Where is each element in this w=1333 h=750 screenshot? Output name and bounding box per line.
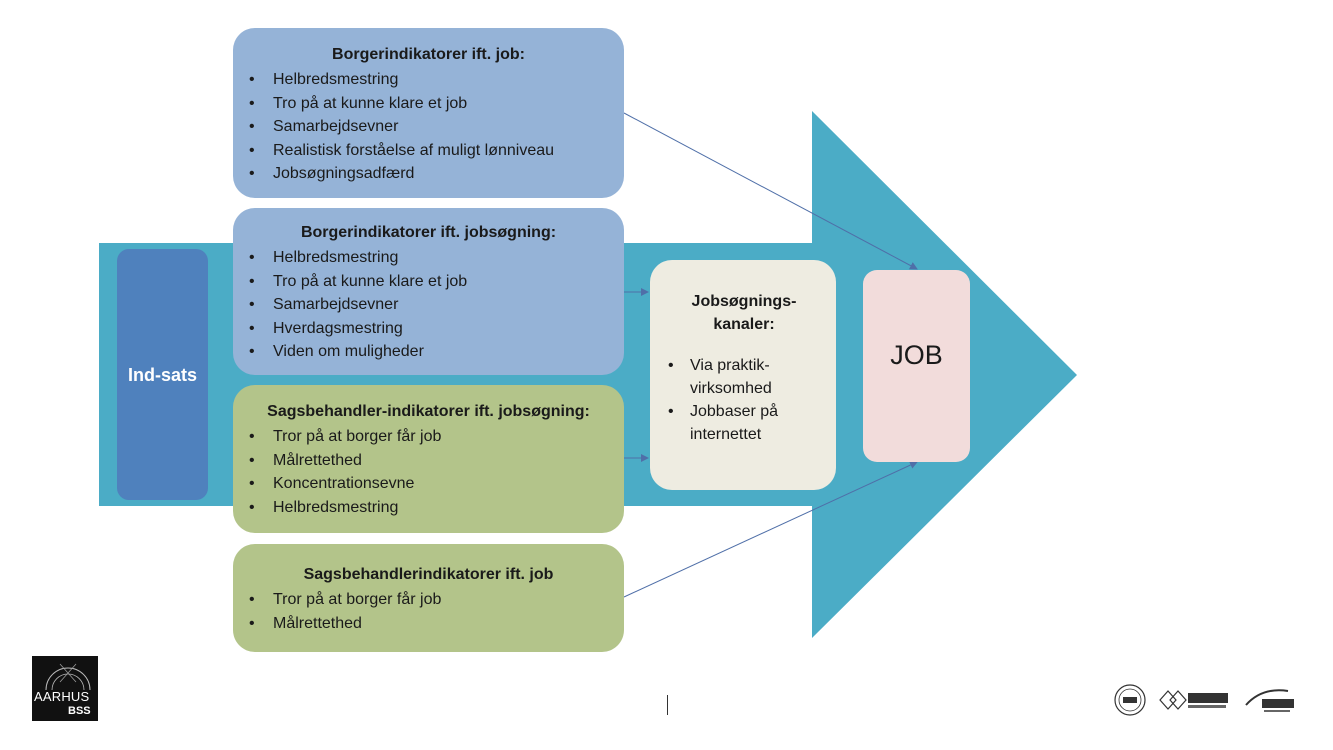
indsats-label: Ind-sats — [127, 364, 197, 385]
indsats-box: Ind-sats — [117, 249, 208, 500]
caseworker-job-list: Tror på at borger får jobMålrettethed — [247, 588, 610, 635]
aacsb-seal-icon — [1114, 684, 1146, 716]
citizen-jobsearch-indicators-box: Borgerindikatorer ift. jobsøgning: Helbr… — [233, 208, 624, 375]
channels-title: Jobsøgnings-kanaler: — [691, 293, 797, 333]
list-item: Tror på at borger får job — [247, 588, 610, 612]
job-box: JOB — [863, 270, 970, 462]
footer-divider — [667, 695, 668, 715]
list-item: Helbredsmestring — [247, 68, 610, 92]
list-item: Tro på at kunne klare et job — [247, 270, 610, 294]
citizen-job-title: Borgerindikatorer ift. job: — [332, 46, 525, 63]
citizen-jobsearch-title: Borgerindikatorer ift. jobsøgning: — [300, 224, 557, 241]
caseworker-jobsearch-indicators-box: Sagsbehandler-indikatorer ift. jobsøgnin… — [233, 385, 624, 533]
list-item: Helbredsmestring — [247, 246, 610, 270]
amba-diamond-icon — [1159, 690, 1228, 710]
logo-line-2: BSS — [68, 705, 91, 717]
caseworker-job-indicators-box: Sagsbehandlerindikatorer ift. job Tror p… — [233, 544, 624, 652]
caseworker-jobsearch-list: Tror på at borger får jobMålrettethedKon… — [247, 425, 610, 519]
list-item: Viden om muligheder — [247, 340, 610, 364]
accreditation-logos — [1114, 684, 1294, 716]
list-item: Tror på at borger får job — [247, 425, 610, 449]
list-item: Målrettethed — [247, 612, 610, 636]
caseworker-job-title: Sagsbehandlerindikatorer ift. job — [303, 566, 554, 583]
citizen-job-list: HelbredsmestringTro på at kunne klare et… — [247, 68, 610, 186]
channels-list: Via praktik-virksomhedJobbaser på intern… — [666, 354, 822, 446]
list-item: Helbredsmestring — [247, 496, 610, 520]
job-label: JOB — [890, 340, 943, 370]
connector-caseworker-job-to-job — [623, 461, 918, 598]
aarhus-bss-logo: AARHUS BSS — [32, 656, 98, 721]
list-item: Samarbejdsevner — [247, 293, 610, 317]
jobsearch-channels-box: Jobsøgnings-kanaler: Via praktik-virksom… — [650, 260, 836, 490]
list-item: Samarbejdsevner — [247, 115, 610, 139]
connector-citizen-job-to-job — [623, 112, 918, 270]
list-item: Jobsøgningsadfærd — [247, 162, 610, 186]
list-item: Hverdagsmestring — [247, 317, 610, 341]
logo-line-1: AARHUS — [34, 689, 90, 704]
list-item: Realistisk forståelse af muligt lønnivea… — [247, 139, 610, 163]
list-item: Målrettethed — [247, 449, 610, 473]
equis-swoosh-icon — [1245, 689, 1294, 712]
caseworker-jobsearch-title: Sagsbehandler-indikatorer ift. jobsøgnin… — [267, 403, 590, 420]
citizen-jobsearch-list: HelbredsmestringTro på at kunne klare et… — [247, 246, 610, 364]
list-item: Tro på at kunne klare et job — [247, 92, 610, 116]
list-item: Jobbaser på internettet — [666, 400, 822, 446]
aarhus-seal-icon — [45, 663, 91, 690]
citizen-job-indicators-box: Borgerindikatorer ift. job: Helbredsmest… — [233, 28, 624, 198]
list-item: Koncentrationsevne — [247, 472, 610, 496]
list-item: Via praktik-virksomhed — [666, 354, 822, 400]
